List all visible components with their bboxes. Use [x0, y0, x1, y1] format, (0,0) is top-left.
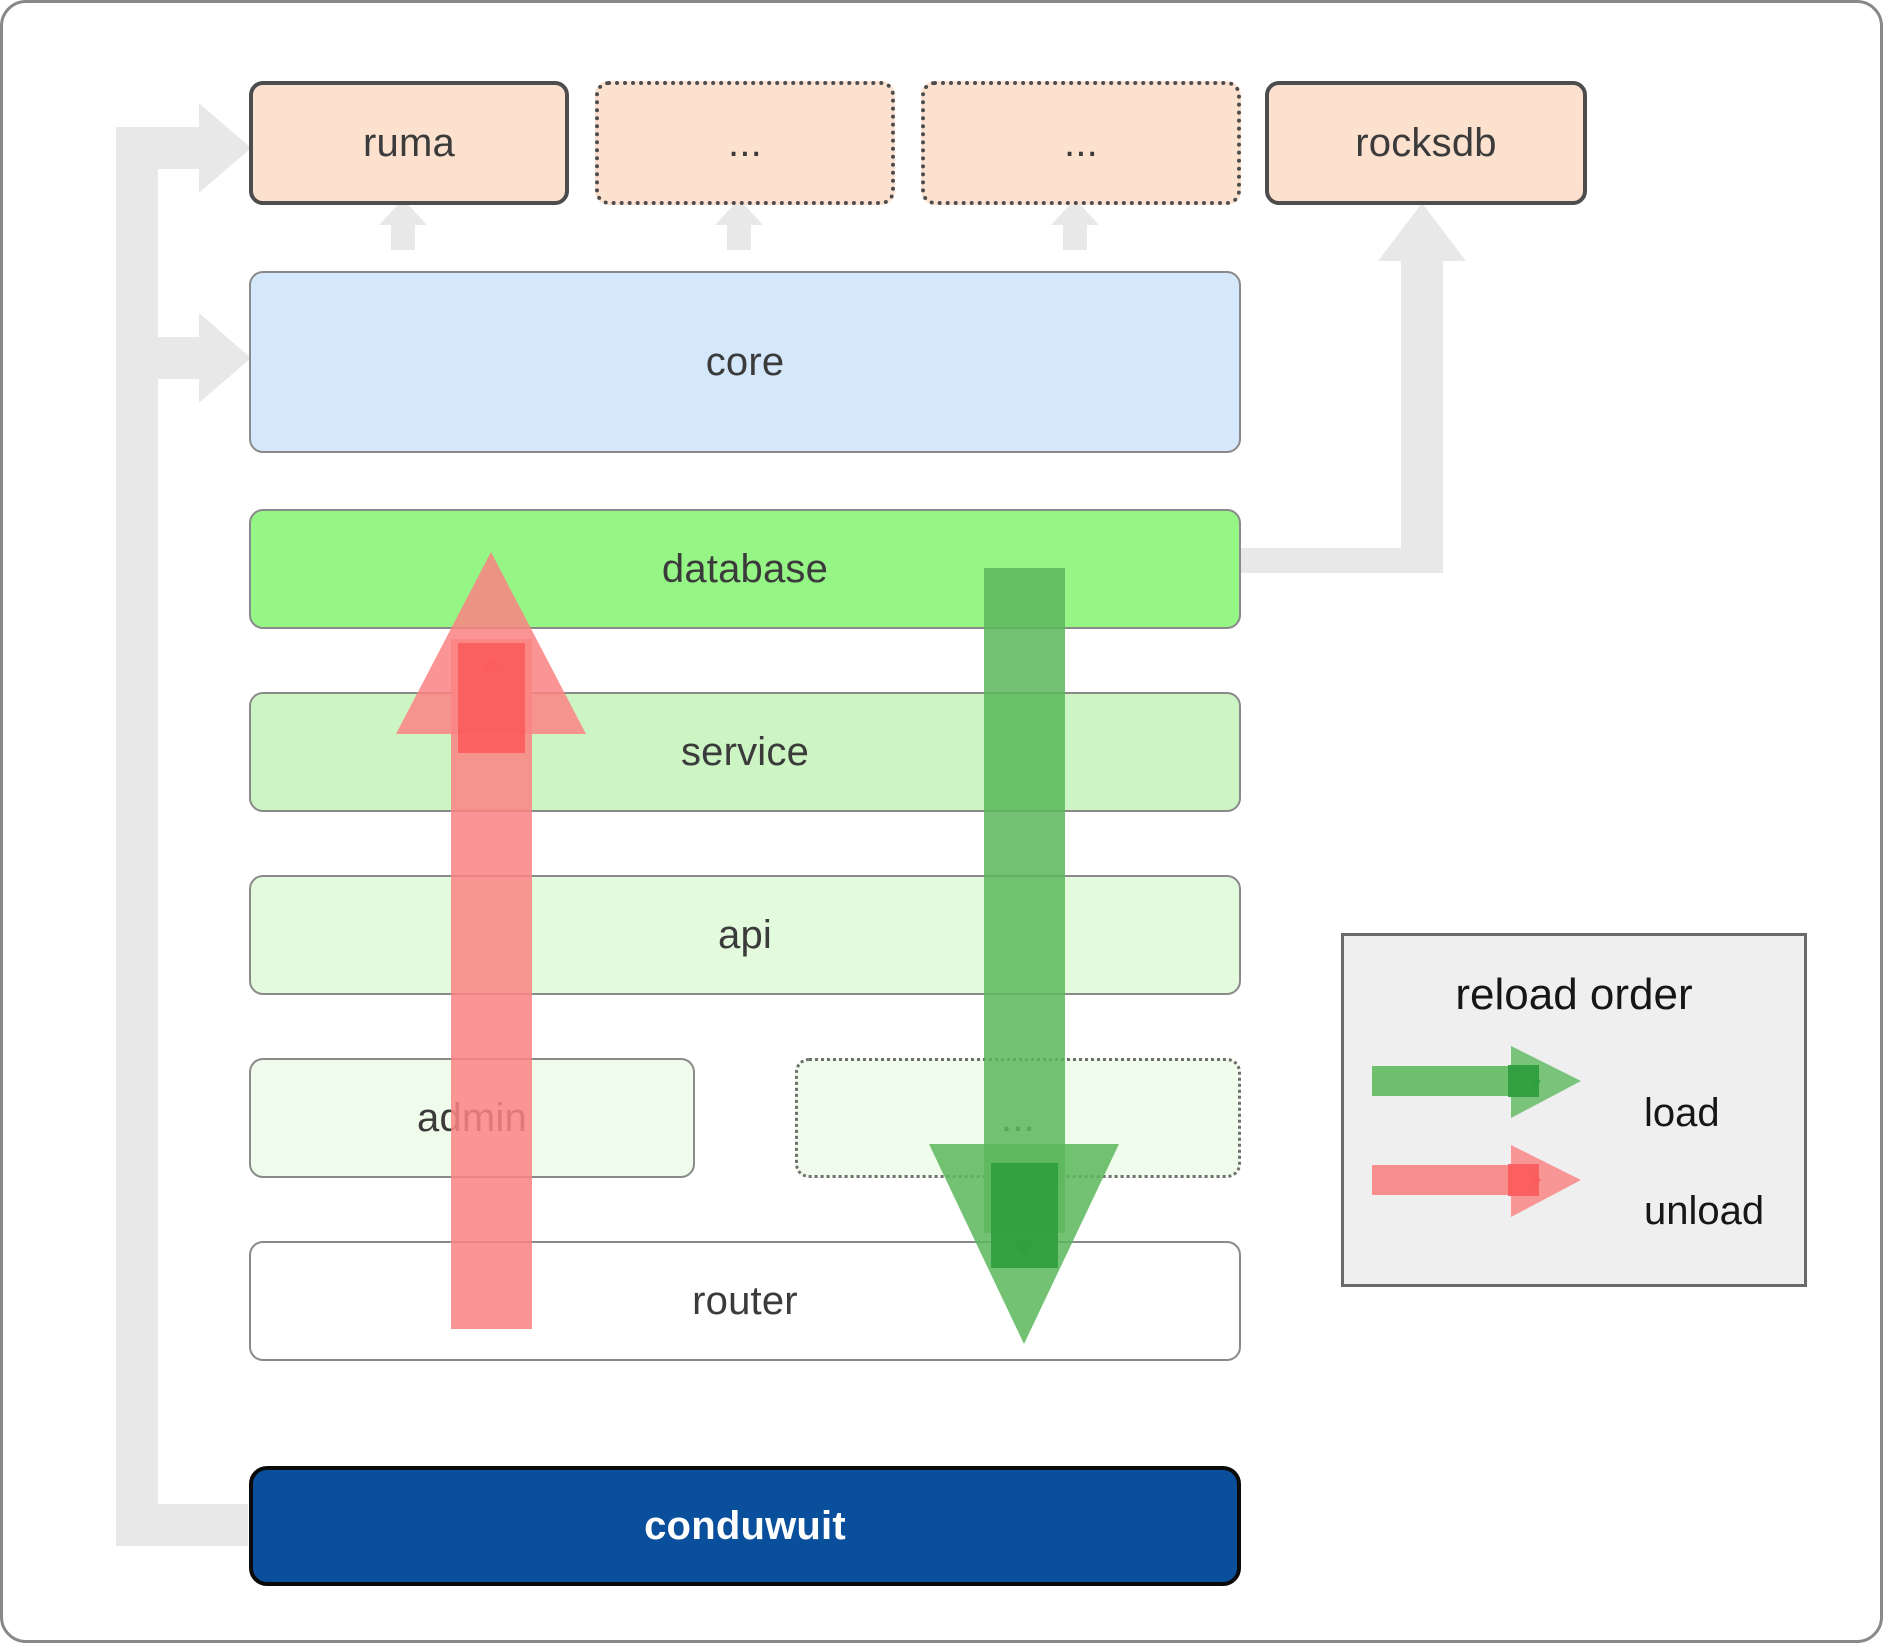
layer-database-label: database	[661, 546, 829, 591]
layer-api-label: api	[718, 912, 772, 957]
binary-conduwuit-label: conduwuit	[644, 1503, 846, 1548]
dep-node-rocksdb-label: rocksdb	[1355, 120, 1497, 165]
legend-arrow-unload	[1372, 1145, 1581, 1217]
connector-core-to-deps	[379, 199, 1099, 250]
dep-node-ellipsis-1[interactable]: ...	[595, 81, 895, 205]
dep-node-rocksdb[interactable]: rocksdb	[1265, 81, 1587, 205]
legend-label-load: load	[1644, 1091, 1720, 1135]
dep-node-ellipsis-1-label: ...	[728, 120, 762, 165]
legend-title: reload order	[1455, 970, 1693, 1019]
layer-router-label: router	[692, 1278, 798, 1323]
legend-panel: reload order load unload	[1341, 933, 1807, 1287]
connector-conduwuit-trunk	[116, 103, 251, 1546]
legend-arrow-load	[1372, 1046, 1581, 1118]
unload-arrow	[396, 552, 586, 1329]
layer-api[interactable]: api	[249, 875, 1241, 995]
layer-router[interactable]: router	[249, 1241, 1241, 1361]
layer-service-label: service	[680, 729, 810, 774]
layer-core[interactable]: core	[249, 271, 1241, 453]
dep-node-ellipsis-2-label: ...	[1064, 120, 1098, 165]
binary-conduwuit[interactable]: conduwuit	[249, 1466, 1241, 1586]
connector-database-to-rocksdb	[1235, 203, 1466, 573]
flow-arrow-layer	[396, 552, 1119, 1344]
layer-database[interactable]: database	[249, 509, 1241, 629]
connector-arrow-layer	[116, 103, 1466, 1546]
dep-node-ruma-label: ruma	[363, 120, 455, 165]
dep-node-ruma[interactable]: ruma	[249, 81, 569, 205]
dep-node-ellipsis-2[interactable]: ...	[921, 81, 1241, 205]
legend-label-unload: unload	[1644, 1189, 1765, 1233]
legend-arrow-layer	[1372, 1046, 1581, 1217]
load-arrow	[929, 568, 1119, 1344]
layer-core-label: core	[705, 339, 785, 384]
